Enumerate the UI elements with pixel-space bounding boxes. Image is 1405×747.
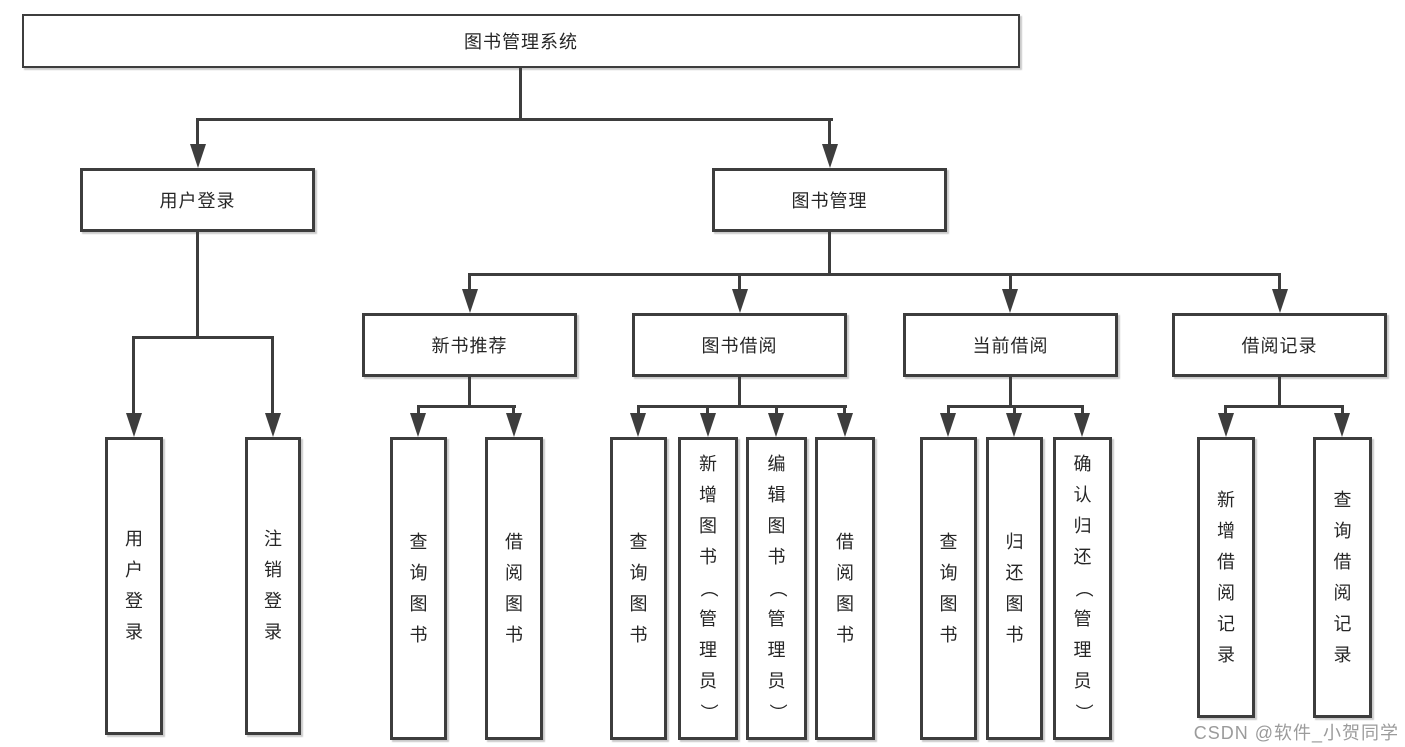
connector-stem bbox=[196, 118, 199, 148]
arrowhead bbox=[822, 144, 838, 168]
node-current-borrowing: 当前借阅 bbox=[903, 313, 1118, 377]
connector-stem bbox=[512, 405, 515, 417]
connector-stem bbox=[843, 405, 846, 417]
connector-stem bbox=[738, 273, 741, 293]
arrowhead bbox=[630, 413, 646, 437]
connector-stem bbox=[468, 375, 471, 407]
node-label: 新增图书（管理员） bbox=[698, 454, 719, 722]
connector-stem bbox=[468, 273, 471, 293]
connector-rail bbox=[132, 336, 274, 339]
arrowhead bbox=[940, 413, 956, 437]
node-confirm-return-admin: 确认归还（管理员） bbox=[1053, 437, 1112, 740]
node-label: 当前借阅 bbox=[972, 336, 1049, 356]
node-label: 图书管理 bbox=[791, 191, 868, 211]
node-user-login: 用户登录 bbox=[80, 168, 315, 232]
connector-stem bbox=[1278, 375, 1281, 407]
node-label: 注销登录 bbox=[264, 529, 282, 642]
node-label: 借阅图书 bbox=[836, 531, 854, 645]
connector-stem bbox=[1278, 273, 1281, 293]
arrowhead bbox=[768, 413, 784, 437]
node-edit-books-admin: 编辑图书（管理员） bbox=[746, 437, 807, 740]
arrowhead bbox=[190, 144, 206, 168]
connector-stem bbox=[738, 375, 741, 407]
connector-stem bbox=[196, 230, 199, 338]
connector-stem bbox=[1009, 273, 1012, 293]
arrowhead bbox=[265, 413, 281, 437]
node-query-books-3: 查询图书 bbox=[920, 437, 977, 740]
csdn-watermark: CSDN @软件_小贺同学 bbox=[1193, 723, 1399, 743]
arrowhead bbox=[1218, 413, 1234, 437]
arrowhead bbox=[506, 413, 522, 437]
node-book-management: 图书管理 bbox=[712, 168, 947, 232]
connector-rail bbox=[1224, 405, 1344, 408]
connector-stem bbox=[775, 405, 778, 417]
connector-level2-rail bbox=[196, 118, 833, 121]
arrowhead bbox=[1002, 289, 1018, 313]
node-add-borrow-record: 新增借阅记录 bbox=[1197, 437, 1255, 718]
node-library-management-system: 图书管理系统 bbox=[22, 14, 1020, 68]
node-label: 查询借阅记录 bbox=[1333, 489, 1352, 665]
node-logout: 注销登录 bbox=[245, 437, 301, 735]
connector-level3-rail bbox=[468, 273, 1280, 276]
node-new-book-recommend: 新书推荐 bbox=[362, 313, 577, 377]
node-label: 用户登录 bbox=[159, 191, 236, 211]
node-label: 图书管理系统 bbox=[464, 32, 578, 52]
node-label: 新增借阅记录 bbox=[1217, 489, 1235, 665]
node-query-books-2: 查询图书 bbox=[610, 437, 667, 740]
node-label: 确认归还（管理员） bbox=[1073, 454, 1093, 722]
connector-stem bbox=[132, 336, 135, 416]
arrowhead bbox=[700, 413, 716, 437]
arrowhead bbox=[126, 413, 142, 437]
node-label: 查询图书 bbox=[629, 531, 648, 645]
node-user-login-leaf: 用户登录 bbox=[105, 437, 163, 735]
node-return-books: 归还图书 bbox=[986, 437, 1043, 740]
node-borrow-books-2: 借阅图书 bbox=[815, 437, 875, 740]
connector-stem bbox=[828, 118, 831, 148]
arrowhead bbox=[1334, 413, 1350, 437]
node-label: 新书推荐 bbox=[431, 336, 508, 356]
node-add-books-admin: 新增图书（管理员） bbox=[678, 437, 738, 740]
node-label: 用户登录 bbox=[125, 529, 143, 642]
node-book-borrowing: 图书借阅 bbox=[632, 313, 847, 377]
connector-rail bbox=[637, 405, 847, 408]
connector-stem bbox=[637, 405, 640, 417]
node-label: 归还图书 bbox=[1005, 531, 1024, 645]
connector-stem bbox=[417, 405, 420, 417]
connector-stem bbox=[1341, 405, 1344, 417]
arrowhead bbox=[1074, 413, 1090, 437]
arrowhead bbox=[837, 413, 853, 437]
connector-stem bbox=[947, 405, 950, 417]
connector-rail bbox=[417, 405, 516, 408]
connector-stem bbox=[828, 230, 831, 276]
arrowhead bbox=[462, 289, 478, 313]
node-label: 查询图书 bbox=[939, 531, 958, 645]
connector-stem bbox=[1009, 375, 1012, 407]
connector-stem bbox=[271, 336, 274, 416]
arrowhead bbox=[732, 289, 748, 313]
node-query-borrow-record: 查询借阅记录 bbox=[1313, 437, 1372, 718]
node-label: 查询图书 bbox=[409, 531, 428, 645]
connector-stem bbox=[1081, 405, 1084, 417]
node-label: 借阅图书 bbox=[505, 531, 523, 645]
node-label: 编辑图书（管理员） bbox=[767, 454, 787, 722]
node-query-books-1: 查询图书 bbox=[390, 437, 447, 740]
connector-stem bbox=[1013, 405, 1016, 417]
node-borrow-records: 借阅记录 bbox=[1172, 313, 1387, 377]
arrowhead bbox=[410, 413, 426, 437]
arrowhead bbox=[1272, 289, 1288, 313]
connector-root-stem bbox=[519, 67, 522, 120]
connector-stem bbox=[1224, 405, 1227, 417]
arrowhead bbox=[1006, 413, 1022, 437]
node-label: 图书借阅 bbox=[701, 336, 778, 356]
node-label: 借阅记录 bbox=[1241, 336, 1318, 356]
node-borrow-books-1: 借阅图书 bbox=[485, 437, 543, 740]
connector-stem bbox=[706, 405, 709, 417]
